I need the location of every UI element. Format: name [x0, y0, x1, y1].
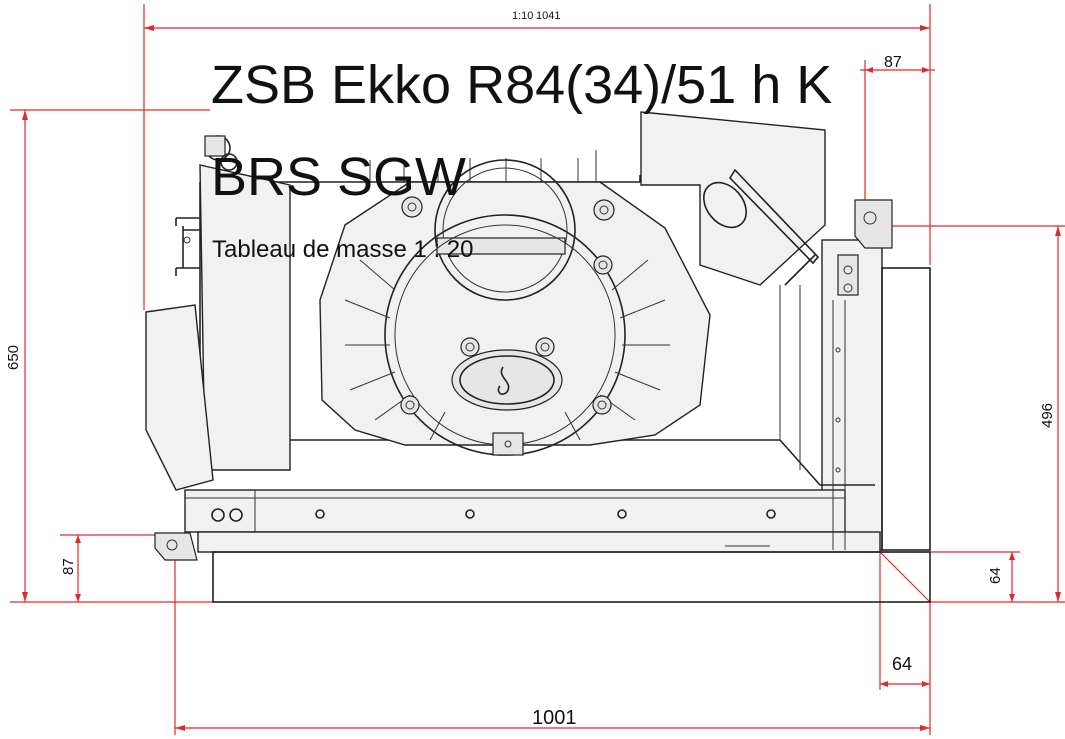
drawing-subtitle: Tableau de masse 1 : 20 [212, 236, 474, 263]
top-width-label: 1041 [536, 10, 560, 22]
drawing-title-line-2: BRS SGW [211, 147, 467, 207]
bolts [400, 196, 615, 415]
top-right-offset-label: 87 [884, 54, 902, 71]
overall-height-label: 650 [5, 345, 22, 370]
bottom-left-height-label: 87 [60, 558, 77, 575]
rail-screws [315, 509, 776, 519]
drawing-title-line-1: ZSB Ekko R84(34)/51 h K [211, 55, 833, 115]
top-studs [369, 150, 597, 182]
bottom-right-height-label: 64 [987, 567, 1004, 584]
dimension-lines [10, 4, 1065, 735]
bottom-width-label: 1001 [532, 707, 577, 729]
right-height-label: 496 [1039, 403, 1056, 428]
top-scale-label: 1:10 [512, 10, 533, 22]
fireplace-insert [145, 111, 931, 603]
dimension-labels: 1:10 1041 87 650 496 87 64 64 1001 [5, 10, 1056, 729]
bottom-right-width-label: 64 [892, 654, 912, 674]
